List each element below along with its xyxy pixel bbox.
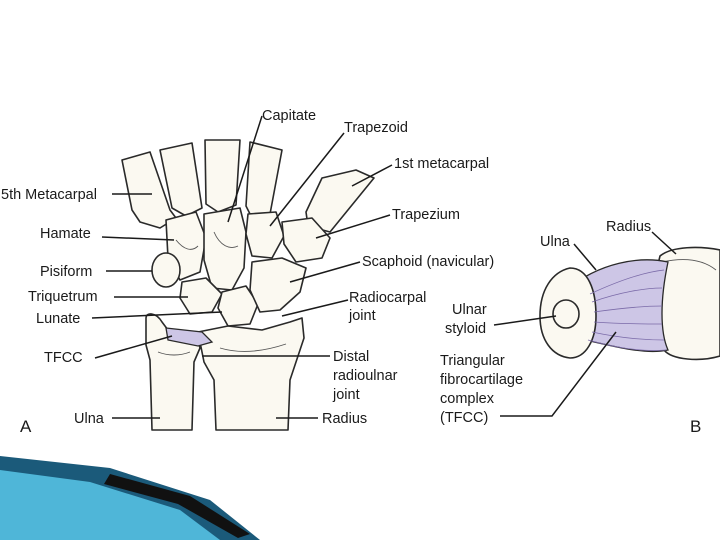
label-tfcc-b-2: fibrocartilage [440, 372, 523, 388]
label-radius-b: Radius [606, 219, 651, 235]
second-metacarpal-bone [246, 142, 282, 218]
ulnar-styloid-bone [553, 300, 579, 328]
label-radiocarpal-1: Radiocarpal [349, 290, 426, 306]
label-triquetrum: Triquetrum [28, 289, 98, 305]
figure-b-illustration: Radius Ulna Ulnar styloid Triangular fib… [440, 219, 720, 436]
label-distal-radioulnar-3: joint [332, 387, 360, 403]
panel-label-a: A [20, 417, 32, 436]
label-radiocarpal-2: joint [348, 308, 376, 324]
label-tfcc-b-4: (TFCC) [440, 410, 488, 426]
slide-corner-decoration [0, 456, 260, 540]
panel-label-b: B [690, 417, 701, 436]
label-ulna-b: Ulna [540, 234, 571, 250]
label-hamate: Hamate [40, 226, 91, 242]
scaphoid-bone [250, 258, 306, 312]
capitate-bone [204, 208, 246, 290]
label-radius-a: Radius [322, 411, 367, 427]
label-tfcc: TFCC [44, 350, 83, 366]
hamate-leader [102, 237, 174, 240]
label-tfcc-b-1: Triangular [440, 353, 505, 369]
radius-b-leader [652, 232, 676, 254]
pisiform-bone [152, 253, 180, 287]
label-ulnar-styloid-1: Ulnar [452, 302, 487, 318]
trapezoid-bone [246, 212, 284, 258]
label-pisiform: Pisiform [40, 264, 92, 280]
label-fifth-metacarpal: 5th Metacarpal [1, 187, 97, 203]
radiocarpal-leader [282, 300, 348, 316]
label-lunate: Lunate [36, 311, 80, 327]
figure-a-illustration: Capitate Trapezoid 1st metacarpal 5th Me… [1, 108, 494, 436]
label-distal-radioulnar-2: radioulnar [333, 368, 398, 384]
label-first-metacarpal: 1st metacarpal [394, 156, 489, 172]
label-scaphoid: Scaphoid (navicular) [362, 254, 494, 270]
ulna-b-leader [574, 244, 596, 270]
label-distal-radioulnar-1: Distal [333, 349, 369, 365]
label-trapezoid: Trapezoid [344, 120, 408, 136]
radius-bone [198, 318, 304, 430]
label-trapezium: Trapezium [392, 207, 460, 223]
label-ulnar-styloid-2: styloid [445, 321, 486, 337]
label-ulna-a: Ulna [74, 411, 105, 427]
label-tfcc-b-3: complex [440, 391, 495, 407]
label-capitate: Capitate [262, 108, 316, 124]
